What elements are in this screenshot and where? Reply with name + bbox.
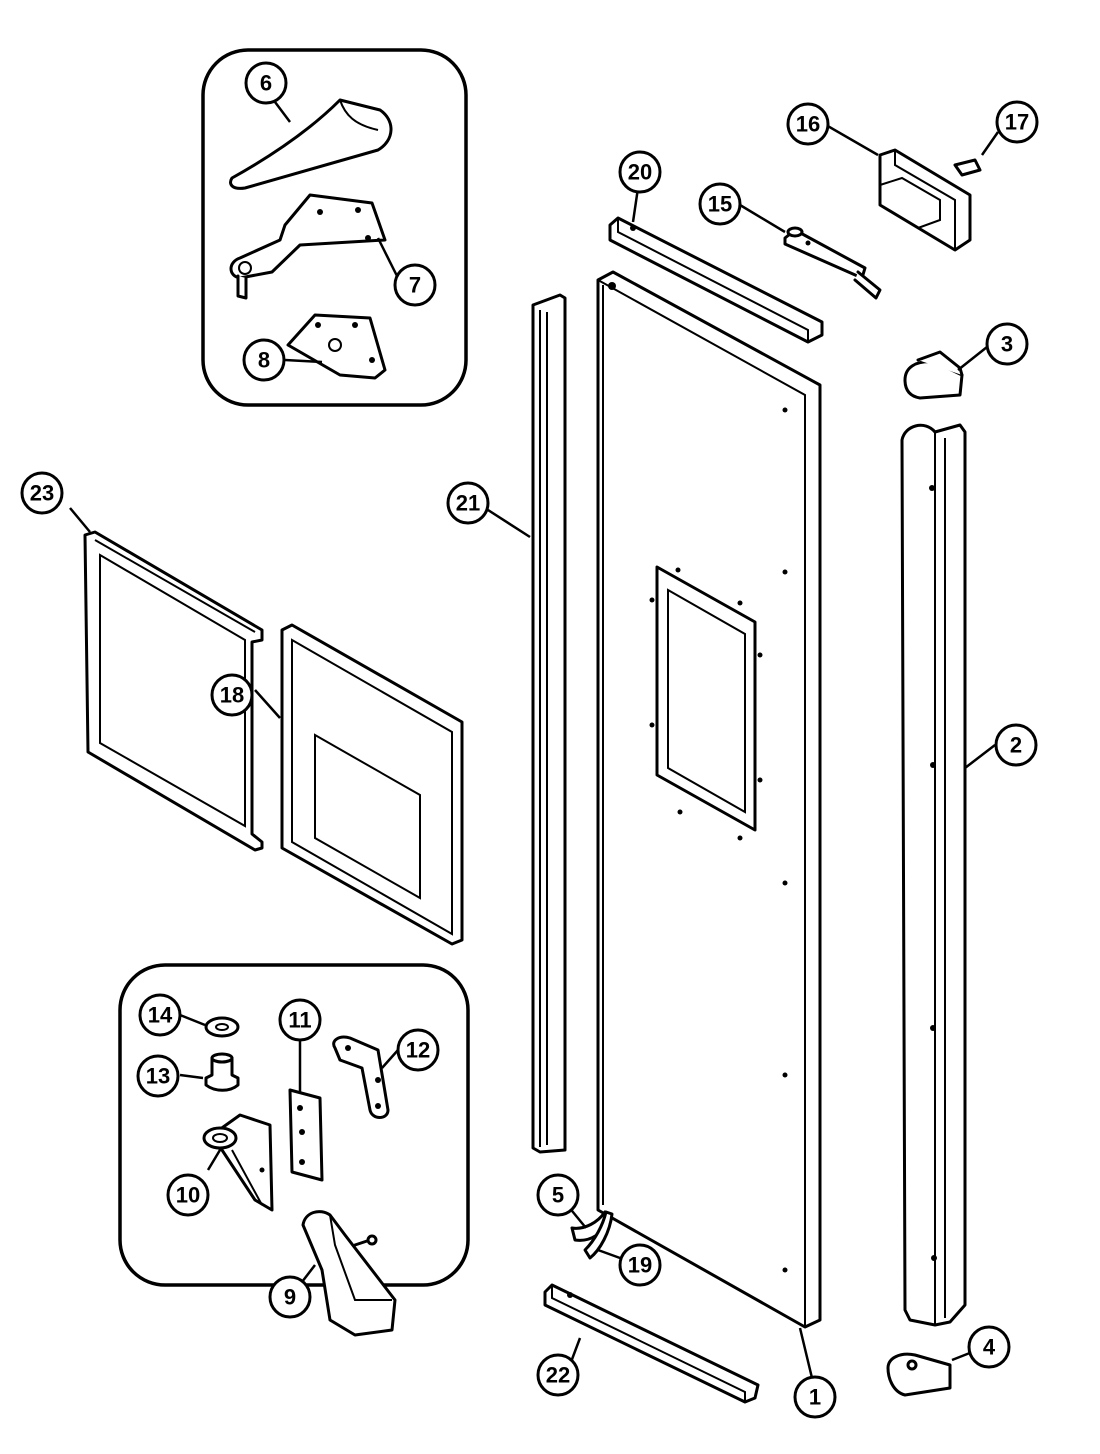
- callout-17: 17: [995, 100, 1039, 144]
- callout-22: 22: [536, 1353, 580, 1397]
- hinge-inset-top: [201, 48, 468, 407]
- part-23-trim-frame: [83, 530, 264, 852]
- svg-text:6: 6: [260, 71, 272, 96]
- part-2-door-handle: [900, 423, 967, 1327]
- callout-12: 12: [396, 1028, 440, 1072]
- svg-text:19: 19: [628, 1253, 652, 1278]
- svg-text:23: 23: [30, 481, 54, 506]
- leader-lines: [69, 101, 1000, 1379]
- svg-text:20: 20: [628, 160, 652, 185]
- svg-text:4: 4: [983, 1335, 996, 1360]
- callout-7: 7: [393, 263, 437, 307]
- part-20-top-cap: [608, 216, 824, 344]
- callout-8: 8: [242, 338, 286, 382]
- svg-text:2: 2: [1010, 733, 1022, 758]
- svg-text:5: 5: [552, 1183, 564, 1208]
- part-12-bracket: [332, 1035, 390, 1119]
- callout-20: 20: [618, 150, 662, 194]
- part-22-bottom-cap: [543, 1283, 760, 1404]
- svg-text:1: 1: [809, 1385, 821, 1410]
- callout-3: 3: [985, 322, 1029, 366]
- svg-text:21: 21: [456, 491, 480, 516]
- part-16-latch-bracket: [878, 148, 972, 252]
- callout-10: 10: [166, 1173, 210, 1217]
- part-1-door-panel: [596, 270, 822, 1329]
- svg-text:17: 17: [1005, 110, 1029, 135]
- callout-15: 15: [698, 182, 742, 226]
- svg-text:11: 11: [288, 1008, 311, 1033]
- svg-text:16: 16: [796, 112, 820, 137]
- part-18-dispenser-panel: [280, 623, 464, 946]
- part-21-side-trim: [531, 293, 567, 1154]
- part-3-top-end-cap: [903, 350, 964, 400]
- part-9-hinge-bracket: [301, 1210, 397, 1337]
- part-11-plate: [288, 1088, 324, 1182]
- svg-text:15: 15: [708, 192, 732, 217]
- callout-21: 21: [446, 481, 490, 525]
- svg-text:9: 9: [284, 1285, 296, 1310]
- svg-text:3: 3: [1001, 332, 1013, 357]
- part-10-bottom-hinge: [202, 1113, 274, 1212]
- callout-13: 13: [136, 1054, 180, 1098]
- svg-text:18: 18: [220, 683, 244, 708]
- callout-5: 5: [536, 1173, 580, 1217]
- svg-text:7: 7: [409, 273, 421, 298]
- part-13-hinge-pin: [204, 1052, 240, 1092]
- callout-23: 23: [20, 471, 64, 515]
- callout-4: 4: [967, 1325, 1011, 1369]
- callout-16: 16: [786, 102, 830, 146]
- callout-2: 2: [994, 723, 1038, 767]
- svg-text:12: 12: [406, 1038, 430, 1063]
- part-6-hinge-cover: [229, 98, 393, 190]
- svg-text:14: 14: [148, 1003, 173, 1028]
- callout-1: 1: [793, 1375, 837, 1419]
- callout-14: 14: [138, 993, 182, 1037]
- callout-19: 19: [618, 1243, 662, 1287]
- part-8-hinge-shim: [286, 313, 387, 380]
- svg-text:22: 22: [546, 1363, 570, 1388]
- callout-11: 11: [278, 998, 322, 1042]
- callouts: 6 7 8 14 13 11 12 10 9 23 18 21 20 15 16…: [20, 61, 1039, 1419]
- part-15-latch: [783, 226, 882, 300]
- callout-9: 9: [268, 1275, 312, 1319]
- svg-text:8: 8: [258, 348, 270, 373]
- callout-18: 18: [210, 673, 254, 717]
- part-4-bottom-end-cap: [886, 1352, 952, 1397]
- part-19-seal-strip: [583, 1210, 614, 1260]
- callout-6: 6: [244, 61, 288, 105]
- part-7-upper-hinge: [229, 193, 387, 300]
- part-17-clip: [953, 158, 982, 177]
- part-14-washer: [204, 1016, 240, 1038]
- svg-text:10: 10: [176, 1183, 200, 1208]
- svg-text:13: 13: [146, 1064, 170, 1089]
